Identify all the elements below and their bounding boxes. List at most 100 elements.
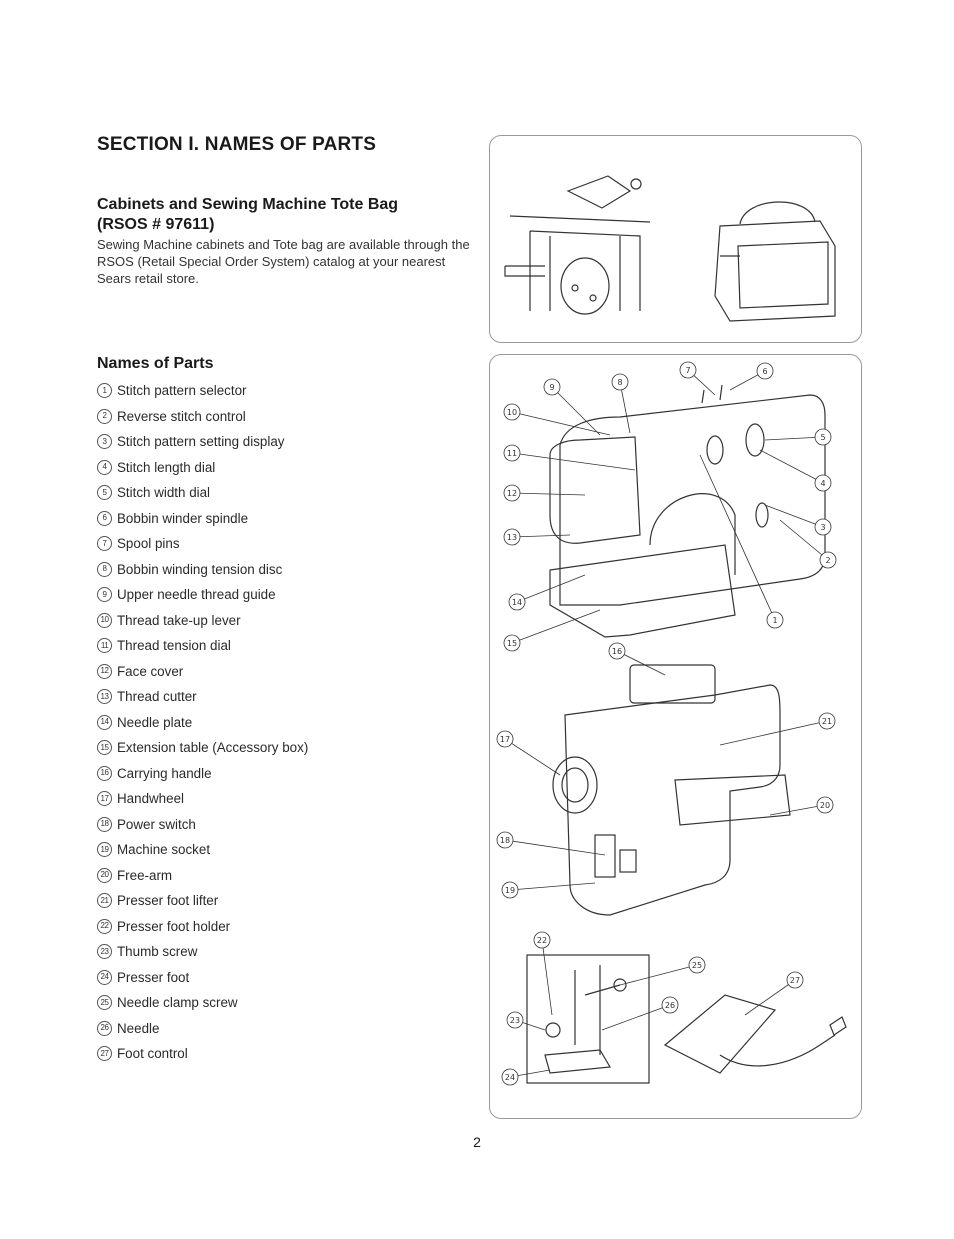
part-number-badge: 11 — [97, 638, 112, 654]
cabinet-top-line — [509, 215, 651, 223]
section-title: SECTION I. NAMES OF PARTS — [97, 134, 377, 155]
part-item: 20 Free-arm — [97, 863, 308, 889]
part-number-badge: 17 — [97, 791, 112, 807]
foot-control-cord — [719, 1034, 836, 1067]
machine-vent-shape — [594, 834, 616, 878]
callout-circle — [508, 593, 526, 611]
machine-arm-opening — [649, 493, 736, 575]
cabinets-heading-line1: Cabinets and Sewing Machine Tote Bag — [97, 196, 399, 213]
callout-circle — [814, 428, 832, 446]
callout-leader-line — [511, 411, 611, 436]
callout-number: 15 — [507, 639, 517, 648]
part-label: Needle — [117, 1020, 160, 1036]
part-label: Thread take-up lever — [117, 612, 241, 628]
part-number-badge: 15 — [97, 740, 112, 756]
callout-leader-line — [779, 519, 829, 561]
callout-leader-line — [516, 574, 586, 603]
part-item: 21 Presser foot lifter — [97, 888, 308, 914]
part-label: Stitch pattern setting display — [117, 434, 285, 449]
part-number-badge: 25 — [97, 995, 112, 1011]
callout-number: 9 — [549, 383, 554, 392]
callout-number: 2 — [825, 556, 830, 565]
machine-reverse-lever-shape — [755, 502, 769, 528]
part-label: Needle clamp screw — [117, 995, 238, 1010]
carrying-handle-shape — [629, 664, 716, 704]
callout-leader-line — [504, 839, 606, 856]
callout-circle — [501, 881, 519, 899]
part-number-badge: 1 — [97, 383, 112, 399]
part-number-badge: 8 — [97, 561, 112, 577]
callout-number: 26 — [665, 1001, 675, 1010]
callout-circle — [503, 484, 521, 502]
part-label: Stitch width dial — [117, 485, 211, 500]
callout-number: 11 — [507, 449, 517, 458]
callout-circle — [503, 528, 521, 546]
callout-number: 25 — [692, 961, 702, 970]
machine-front-body — [559, 394, 826, 606]
part-number-badge: 7 — [97, 536, 112, 552]
callout-leader-line — [619, 964, 698, 986]
callout-number: 21 — [822, 717, 832, 726]
handwheel-inner-shape — [561, 767, 589, 803]
callout-number: 18 — [500, 836, 510, 845]
callout-leader-line — [541, 939, 553, 1016]
callout-number: 16 — [612, 647, 622, 656]
part-label: Stitch pattern selector — [117, 383, 247, 398]
callout-number: 20 — [820, 801, 830, 810]
part-number-badge: 20 — [97, 867, 112, 883]
part-number-badge: 3 — [97, 434, 112, 450]
cabinet-shelf-lines — [504, 265, 545, 277]
machine-spool-pins-shape — [701, 384, 723, 404]
callout-circle — [818, 712, 836, 730]
tote-bag-outline — [714, 220, 836, 322]
callout-circle — [786, 971, 804, 989]
callout-number: 3 — [820, 523, 825, 532]
callout-leader-line — [719, 720, 828, 746]
part-label: Free-arm — [117, 867, 173, 883]
callout-circle — [496, 831, 514, 849]
thumb-screw-shape — [545, 1022, 561, 1038]
sewing-machine-illustration: 1234567891011121314151617181920212223242… — [496, 361, 847, 1086]
part-number-badge: 23 — [97, 944, 112, 960]
callout-leader-line — [511, 492, 586, 496]
callout-circle — [814, 474, 832, 492]
callout-leader-line — [511, 609, 601, 644]
callout-leader-line — [511, 534, 571, 538]
power-switch-shape — [619, 849, 637, 873]
part-item: 25 Needle clamp screw — [97, 990, 308, 1016]
part-number-badge: 22 — [97, 918, 112, 934]
callout-leader-line — [551, 386, 601, 436]
part-number-badge: 21 — [97, 893, 112, 909]
callout-number: 6 — [762, 367, 767, 376]
part-label: Thread cutter — [117, 689, 197, 704]
callout-circle — [533, 931, 551, 949]
part-number-badge: 19 — [97, 842, 112, 858]
part-label: Extension table (Accessory box) — [117, 740, 309, 755]
cabinet-machine-shape — [566, 175, 632, 209]
callout-circle — [611, 373, 629, 391]
tote-bag-handle — [739, 201, 816, 225]
callout-number: 8 — [617, 378, 622, 387]
cabinet-screw-right — [589, 294, 597, 302]
needle-clamp-screw-shape — [613, 978, 627, 992]
part-number-badge: 2 — [97, 408, 112, 424]
callout-number: 4 — [820, 479, 825, 488]
callout-circle — [661, 996, 679, 1014]
part-number-badge: 4 — [97, 459, 112, 475]
callout-leader-line — [511, 452, 636, 471]
part-number-badge: 13 — [97, 689, 112, 705]
part-label: Presser foot lifter — [117, 893, 219, 908]
callout-circle — [816, 796, 834, 814]
cabinet-tote-illustration-panel — [489, 135, 862, 343]
callout-circle — [496, 730, 514, 748]
callout-number: 13 — [507, 533, 517, 542]
callout-circle — [503, 444, 521, 462]
